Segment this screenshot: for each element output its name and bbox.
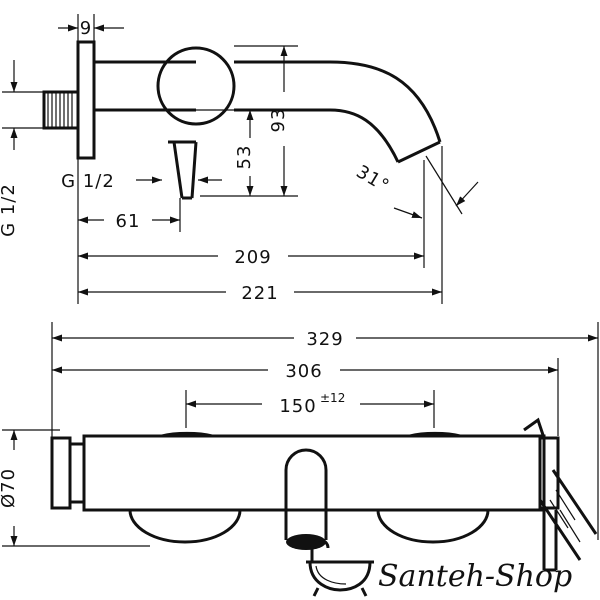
overall-width-label: 329 [306,329,343,350]
spout-outlet-front [286,534,326,550]
bathtub-icon [306,538,374,597]
wall-plate [76,40,96,160]
dim-lever-distance: 61 [77,158,181,304]
lever-front [523,417,598,572]
mixer-body-front [82,434,546,512]
cartridge-side [156,46,236,126]
body-width-label: 306 [285,361,322,382]
lever-height-label: 53 [234,145,255,170]
dim-body-width: 306 [52,358,559,436]
watermark-text: Santeh-Shop [378,559,572,594]
spout-angle-label: 31° [352,161,393,197]
lever-side [168,140,198,200]
overall-reach-label: 221 [241,283,278,304]
inlet-thread-vertical-label: G 1/2 [0,183,19,237]
flange-left [128,431,242,544]
dim-spout-angle: 31° [352,155,479,219]
flange-right [376,431,490,544]
dim-body-diameter: Ø70 [0,429,150,547]
dim-wall-offset: 9 [58,14,124,42]
end-cap-left [50,436,72,510]
dim-spout-height: 93 [200,45,298,197]
mixer-body-side [94,60,196,112]
inlet-thread-horizontal-label: G 1/2 [61,171,115,192]
side-view: 9 93 53 31° G 1/2 [0,14,479,304]
dim-overall-reach: 221 [78,146,443,304]
watermark: Santeh-Shop [306,538,572,597]
lever-distance-label: 61 [116,211,141,232]
centres-label: 150 [279,396,316,417]
dim-spout-reach: 209 [78,160,425,268]
front-view: 329 306 150 ±12 Ø70 [0,322,599,572]
wall-offset-label: 9 [80,18,92,39]
dim-lever-height: 53 [196,109,262,196]
spout-reach-label: 209 [234,247,271,268]
centres-tolerance-label: ±12 [320,391,345,405]
body-diameter-label: Ø70 [0,468,19,508]
dim-centres: 150 ±12 [185,390,435,428]
spout-front [284,448,328,540]
dim-inlet-thread-vertical: G 1/2 [0,60,44,237]
spout-height-label: 93 [268,108,289,133]
spout-outlet [397,140,441,164]
dim-inlet-thread-horizontal: G 1/2 [61,171,222,192]
spout-side [234,60,442,163]
end-cap-right [538,436,560,510]
threaded-inlet [42,90,80,130]
dim-overall-width: 329 [51,322,599,540]
